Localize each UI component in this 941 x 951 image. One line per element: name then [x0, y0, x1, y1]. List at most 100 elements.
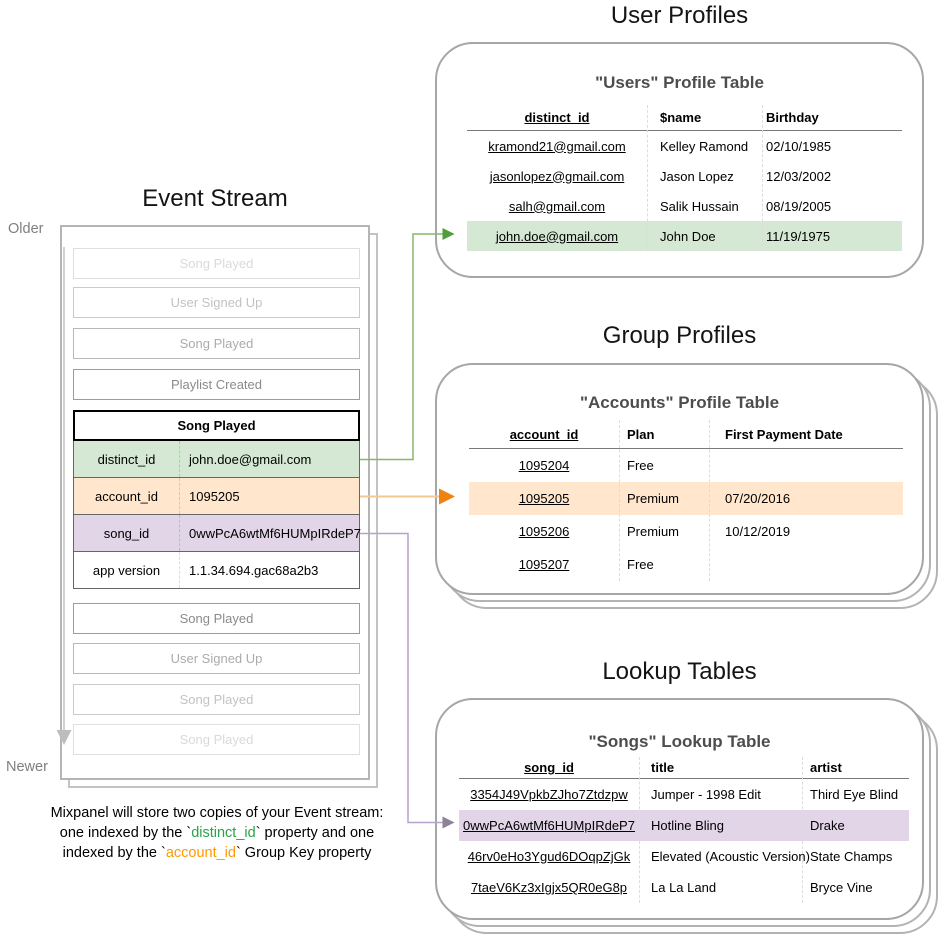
table-cell: Bryce Vine: [810, 880, 873, 895]
table-row: 0wwPcA6wtMf6HUMpIRdeP7 Hotline Bling Drake: [459, 810, 909, 841]
property-value: 1.1.34.694.gac68a2b3: [179, 552, 359, 588]
table-cell: La La Land: [651, 880, 717, 895]
table-cell: Third Eye Blind: [810, 787, 899, 802]
event-property-row-distinct-id: distinct_id john.doe@gmail.com: [73, 441, 360, 478]
users-profile-card: "Users" Profile Table distinct_id $name …: [435, 42, 924, 278]
table-cell: Premium: [627, 491, 680, 506]
table-cell: 46rv0eHo3Ygud6DOqpZjGk: [467, 849, 631, 864]
column-header: $name: [660, 110, 702, 125]
column-header: distinct_id: [524, 110, 590, 125]
caption-line-1: Mixpanel will store two copies of your E…: [50, 805, 384, 821]
table-cell: 3354J49VpkbZJho7Ztdzpw: [470, 787, 628, 802]
event-property-row-account-id: account_id 1095205: [73, 478, 360, 515]
column-separator: [619, 420, 620, 581]
table-row: kramond21@gmail.com Kelley Ramond 02/10/19…: [467, 131, 902, 161]
group-profiles-title: Group Profiles: [602, 322, 757, 349]
column-header: song_id: [524, 760, 574, 775]
table-cell: 7taeV6Kz3xIgjx5QR0eG8p: [470, 880, 628, 895]
event-box: Song Played: [73, 603, 360, 634]
table-cell: 12/03/2002: [766, 168, 832, 184]
column-separator: [709, 420, 710, 581]
distinct-id-keyword: distinct_id: [191, 825, 256, 841]
column-header: artist: [810, 760, 842, 775]
table-cell: Free: [627, 557, 654, 572]
column-separator: [647, 105, 648, 251]
table-cell: State Champs: [810, 849, 893, 864]
lookup-tables-title: Lookup Tables: [602, 658, 757, 685]
property-value: 0wwPcA6wtMf6HUMpIRdeP7: [179, 515, 361, 551]
event-box: User Signed Up: [73, 643, 360, 674]
property-value: john.doe@gmail.com: [179, 441, 359, 477]
users-table-header: distinct_id $name Birthday: [467, 105, 902, 131]
table-row: 7taeV6Kz3xIgjx5QR0eG8p La La Land Bryce Vi…: [459, 872, 909, 903]
table-cell: 0wwPcA6wtMf6HUMpIRdeP7: [463, 818, 635, 833]
table-cell: Drake: [810, 818, 845, 833]
table-cell: john.doe@gmail.com: [495, 228, 619, 244]
column-header: Plan: [627, 426, 655, 442]
column-header: First Payment Date: [725, 426, 843, 442]
table-cell: 1095204: [518, 458, 570, 473]
event-property-row-song-id: song_id 0wwPcA6wtMf6HUMpIRdeP7: [73, 515, 361, 552]
property-key: account_id: [95, 488, 158, 504]
accounts-table-header: account_id Plan First Payment Date: [469, 420, 903, 449]
table-row: john.doe@gmail.com John Doe 11/19/1975: [467, 221, 902, 251]
table-cell: Hotline Bling: [651, 818, 724, 833]
table-cell: Kelley Ramond: [660, 138, 749, 154]
users-table-title: "Users" Profile Table: [595, 73, 764, 92]
table-cell: kramond21@gmail.com: [488, 138, 626, 154]
accounts-table-title: "Accounts" Profile Table: [579, 393, 780, 412]
table-cell: 11/19/1975: [766, 228, 831, 244]
column-header: Birthday: [766, 110, 819, 125]
table-cell: 08/19/2005: [766, 198, 832, 214]
event-box: User Signed Up: [73, 287, 360, 318]
property-key: distinct_id: [97, 451, 156, 467]
property-key: app version: [92, 562, 161, 578]
event-box: Song Played: [73, 248, 360, 279]
table-cell: 1095205: [518, 491, 570, 506]
table-row: 46rv0eHo3Ygud6DOqpZjGk Elevated (Acoustic…: [459, 841, 909, 872]
table-cell: 1095206: [518, 524, 570, 539]
table-cell: jasonlopez@gmail.com: [489, 168, 625, 184]
event-stream-title: Event Stream: [142, 185, 288, 212]
table-cell: Salik Hussain: [660, 198, 739, 214]
table-row: jasonlopez@gmail.com Jason Lopez 12/03/200…: [467, 161, 902, 191]
column-header: account_id: [509, 426, 579, 442]
table-cell: Premium: [627, 524, 680, 539]
property-key: song_id: [103, 525, 150, 541]
table-cell: John Doe: [660, 228, 716, 244]
event-box: Song Played: [73, 724, 360, 755]
users-table-body: kramond21@gmail.com Kelley Ramond 02/10/19…: [467, 131, 902, 251]
table-cell: Jason Lopez: [660, 168, 734, 184]
table-cell: 07/20/2016: [725, 491, 791, 506]
column-separator: [639, 757, 640, 903]
songs-table-header: song_id title artist: [459, 757, 909, 779]
column-separator: [762, 105, 763, 251]
table-cell: Elevated (Acoustic Version): [651, 849, 810, 864]
expanded-event-title: Song Played: [73, 410, 360, 441]
songs-table: song_id title artist 3354J49VpkbZJho7Ztd…: [459, 757, 909, 903]
songs-lookup-card: "Songs" Lookup Table song_id title artis…: [435, 698, 924, 920]
column-separator: [802, 757, 803, 903]
event-stream-caption: Mixpanel will store two copies of your E…: [50, 805, 384, 861]
table-cell: 02/10/1985: [766, 138, 832, 154]
newer-label: Newer: [6, 759, 48, 775]
older-label: Older: [8, 221, 44, 237]
songs-table-title: "Songs" Lookup Table: [588, 732, 771, 751]
table-row: 1095205 Premium 07/20/2016: [469, 482, 903, 515]
accounts-table: account_id Plan First Payment Date 10952…: [469, 420, 903, 581]
event-box: Playlist Created: [73, 369, 360, 400]
event-box: Song Played: [73, 328, 360, 359]
event-box: Song Played: [73, 684, 360, 715]
table-cell: 1095207: [518, 557, 570, 572]
column-header: title: [651, 760, 675, 775]
event-property-row-app-version: app version 1.1.34.694.gac68a2b3: [73, 552, 360, 589]
expanded-event-card: Song Played distinct_id john.doe@gmail.c…: [73, 410, 361, 589]
table-row: 1095207 Free: [469, 548, 903, 581]
users-table: distinct_id $name Birthday kramond21@gma…: [467, 105, 902, 251]
